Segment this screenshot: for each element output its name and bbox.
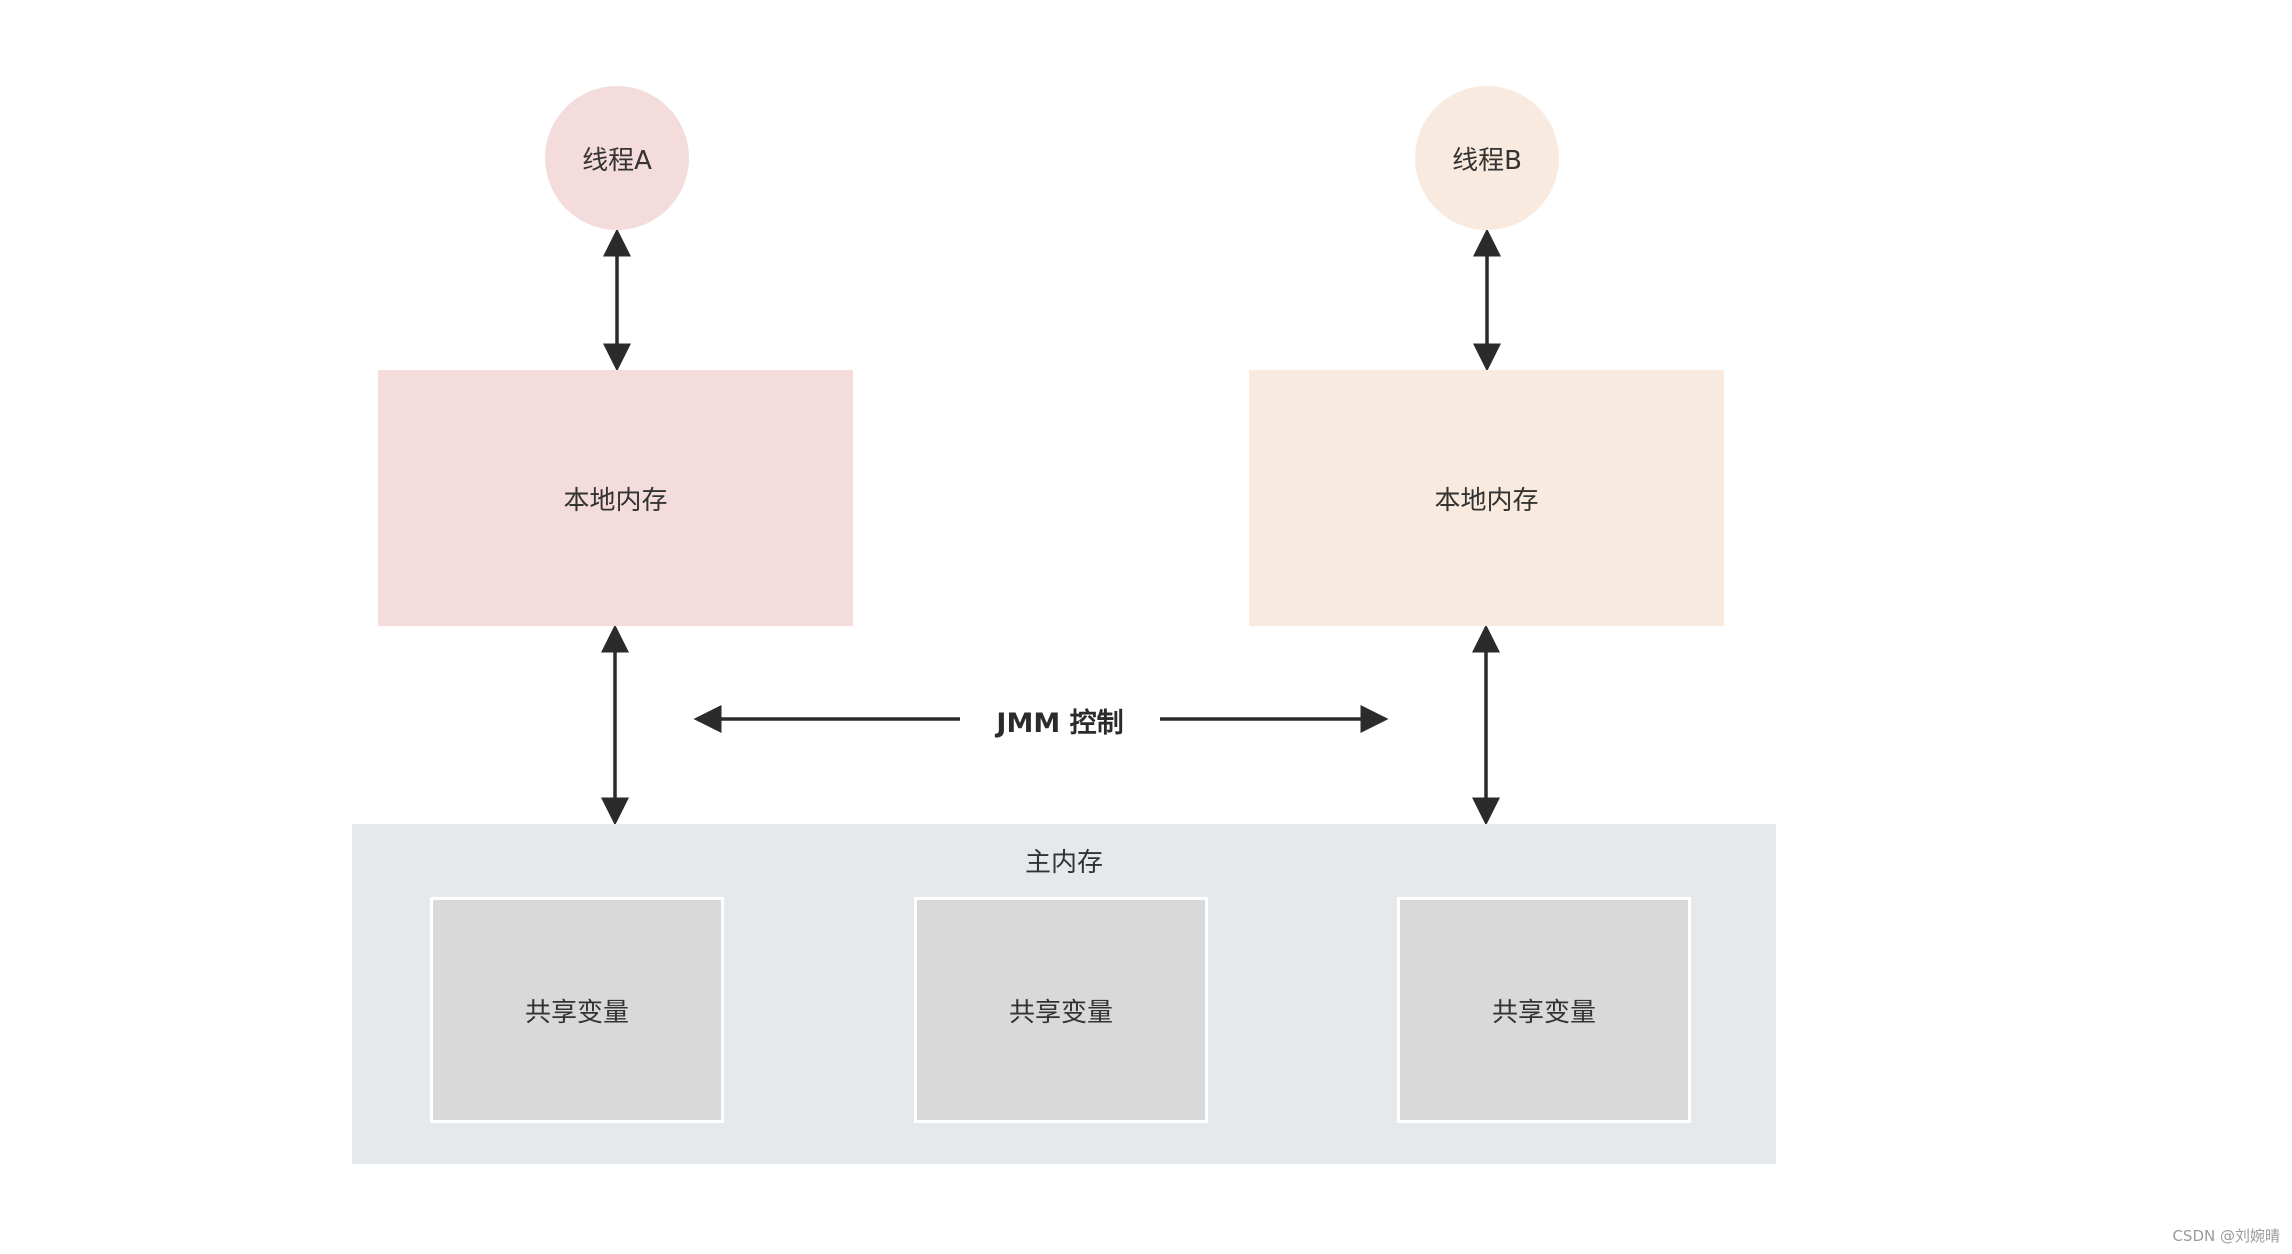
- shared-variable-label: 共享变量: [1491, 997, 1596, 1028]
- main-memory-label: 主内存: [1024, 847, 1103, 878]
- local-memory-a-label: 本地内存: [563, 485, 668, 516]
- shared-variable-label: 共享变量: [1008, 997, 1113, 1028]
- shared-variable-box: 共享变量: [1397, 897, 1691, 1123]
- thread-a-node: 线程A: [545, 86, 689, 230]
- shared-variable-label: 共享变量: [524, 997, 629, 1028]
- thread-b-node: 线程B: [1415, 86, 1559, 230]
- shared-variable-box: 共享变量: [430, 897, 724, 1123]
- thread-a-label: 线程A: [582, 145, 652, 176]
- local-memory-a-box: 本地内存: [378, 370, 853, 626]
- shared-variable-box: 共享变量: [914, 897, 1208, 1123]
- watermark: CSDN @刘婉晴: [2172, 1227, 2280, 1245]
- local-memory-b-label: 本地内存: [1434, 485, 1539, 516]
- local-memory-b-box: 本地内存: [1249, 370, 1724, 626]
- thread-b-label: 线程B: [1452, 145, 1522, 176]
- jmm-control-label: JMM 控制: [960, 700, 1160, 740]
